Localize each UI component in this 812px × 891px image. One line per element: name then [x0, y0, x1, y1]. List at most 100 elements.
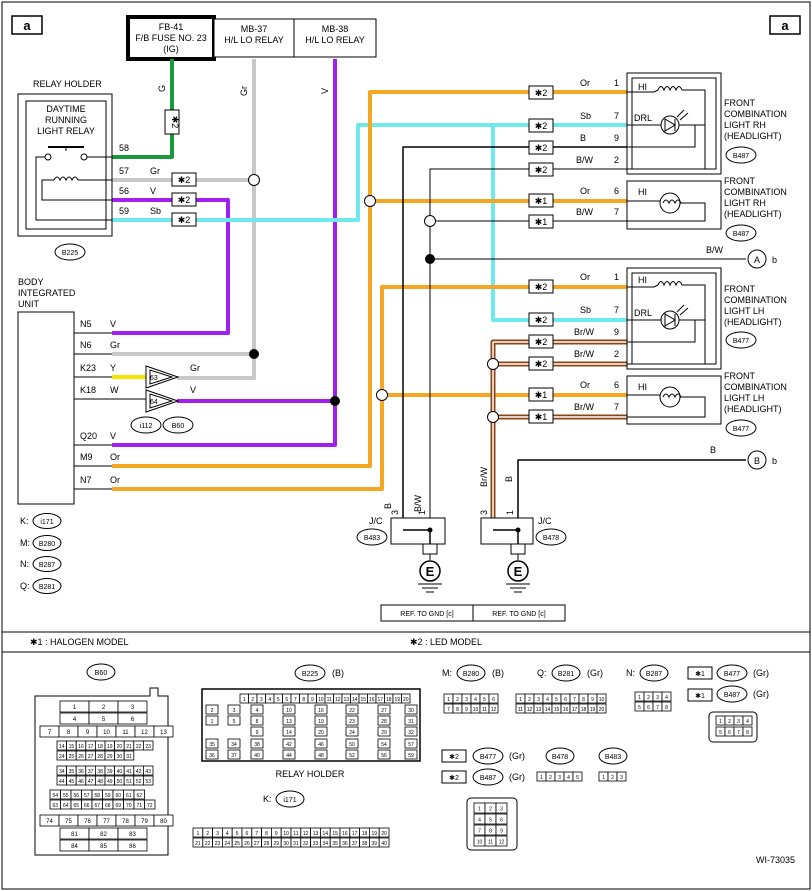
pin-cell — [314, 738, 328, 749]
pin-cell — [205, 704, 219, 715]
svg-text:B225: B225 — [302, 671, 318, 678]
pin-number: 83 — [129, 832, 136, 838]
pin-number: 62 — [136, 793, 142, 799]
pin-number: 16 — [563, 707, 569, 713]
pin-cell — [314, 749, 328, 760]
svg-text:B487: B487 — [733, 153, 749, 160]
wire-violet-main — [112, 59, 337, 447]
svg-text:B: B — [754, 456, 760, 466]
pin-number: 36 — [209, 753, 215, 759]
svg-text:V: V — [150, 186, 156, 196]
svg-text:B478: B478 — [543, 535, 559, 542]
pin-number: 42 — [286, 742, 292, 748]
wire-green — [112, 59, 174, 159]
pin-number: 10 — [599, 697, 605, 703]
pin-number: 14 — [286, 730, 292, 736]
pin-cell — [377, 704, 391, 715]
svg-text:Or: Or — [110, 452, 120, 462]
svg-text:Sb: Sb — [580, 305, 591, 315]
pin-number: 14 — [323, 831, 329, 837]
pin-cell — [404, 726, 418, 737]
pin-number: 10 — [283, 831, 289, 837]
corner-tag-right: a — [769, 15, 801, 35]
pin-cell — [227, 715, 241, 726]
pin-number: 3 — [737, 719, 740, 725]
pin-number: 34 — [231, 742, 237, 748]
svg-text:✱2: ✱2 — [535, 359, 548, 369]
pin-number: 16 — [318, 708, 324, 714]
svg-text:FRONT: FRONT — [724, 98, 755, 108]
star-tags-right: ✱2 ✱2 ✱2 ✱2 ✱1 ✱1 ✱2 ✱2 ✱2 ✱2 ✱1 ✱1 — [528, 85, 554, 424]
svg-text:✱2: ✱2 — [178, 175, 191, 185]
svg-text:LIGHT LH: LIGHT LH — [724, 393, 764, 403]
relay-mb38: MB-38 H/L LO RELAY — [293, 18, 377, 58]
pin-cell — [314, 715, 328, 726]
pin-number: 18 — [581, 707, 587, 713]
svg-text:K:: K: — [263, 794, 272, 804]
star2-tag-green: ✱2 — [164, 109, 180, 135]
pin-number: 3 — [233, 708, 236, 714]
pin-cell — [377, 726, 391, 737]
pin-number: 5 — [483, 697, 486, 703]
pin-number: 50 — [349, 742, 355, 748]
pin-number: 30 — [117, 754, 123, 760]
pin-number: 22 — [349, 708, 355, 714]
pin-number: 43 — [145, 769, 151, 775]
pin-number: 35 — [69, 769, 75, 775]
pin-number: 39 — [372, 841, 378, 847]
svg-text:K23: K23 — [80, 363, 96, 373]
svg-text:Or: Or — [580, 78, 590, 88]
pin-number: 10 — [318, 697, 324, 703]
lamp-lh-halogen: HI FRONT COMBINATION LIGHT LH (HEADLIGHT… — [626, 371, 787, 437]
pin-number: 14 — [59, 744, 65, 750]
pin-number: 33 — [313, 841, 319, 847]
pin-number: 30 — [408, 708, 414, 714]
pin-number: 18 — [386, 697, 392, 703]
pin-number: 54 — [52, 793, 58, 799]
svg-text:J/C: J/C — [369, 516, 383, 526]
pin-cell — [117, 839, 148, 852]
svg-text:9: 9 — [614, 133, 619, 143]
pin-number: 46 — [318, 742, 324, 748]
svg-text:M9: M9 — [80, 452, 93, 462]
amp-connectors: i112 B60 — [130, 416, 194, 434]
pin-number: 37 — [231, 753, 237, 759]
pin-cell — [142, 765, 154, 776]
pin-number: 3 — [620, 775, 623, 781]
pin-number: 7 — [573, 697, 576, 703]
svg-text:B/W: B/W — [706, 245, 724, 255]
pin-cell — [495, 802, 508, 814]
svg-text:a: a — [781, 18, 789, 33]
pin-number: 13 — [536, 707, 542, 713]
pin-number: 82 — [100, 832, 107, 838]
svg-text:Or: Or — [580, 380, 590, 390]
pin-number: 9 — [275, 831, 278, 837]
pin-number: 31 — [408, 719, 414, 725]
pin-cell — [142, 740, 154, 751]
pin-number: 8 — [746, 730, 749, 736]
svg-text:✱2: ✱2 — [535, 121, 548, 131]
svg-text:(Gr): (Gr) — [587, 668, 603, 678]
svg-text:✱2: ✱2 — [170, 116, 180, 129]
relay-mb37: MB-37 H/L LO RELAY — [213, 18, 295, 58]
pin-cell — [314, 704, 328, 715]
svg-text:1: 1 — [614, 272, 619, 282]
svg-text:✱2: ✱2 — [535, 143, 548, 153]
pin-cell — [117, 712, 148, 725]
svg-text:DRL: DRL — [634, 113, 652, 123]
svg-text:Br/W: Br/W — [574, 402, 595, 412]
pin-cell — [616, 771, 627, 782]
pin-number: 4 — [567, 775, 570, 781]
pin-number: 4 — [256, 708, 259, 714]
pin-cell — [117, 827, 148, 840]
pin-number: 23 — [215, 841, 221, 847]
pin-number: 20 — [599, 707, 605, 713]
pin-number: 2 — [549, 775, 552, 781]
pin-number: 26 — [244, 841, 250, 847]
pin-number: 3 — [500, 806, 503, 812]
svg-text:N7: N7 — [80, 475, 92, 485]
svg-text:7: 7 — [614, 305, 619, 315]
svg-text:UNIT: UNIT — [18, 299, 39, 309]
pin-number: 2 — [211, 708, 214, 714]
